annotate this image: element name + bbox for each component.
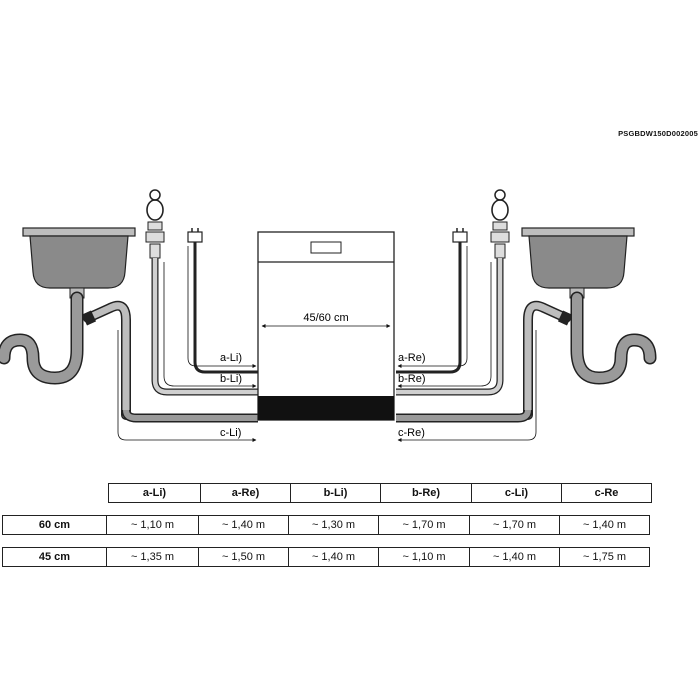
column-header: a-Re) (200, 483, 291, 503)
column-header: c-Li) (471, 483, 562, 503)
table-cell: ~ 1,35 m (106, 547, 199, 567)
table-cell: ~ 1,10 m (378, 547, 470, 567)
left-siphon (0, 291, 131, 420)
table-cell: ~ 1,75 m (559, 547, 650, 567)
dishwasher (257, 231, 395, 421)
left-hoses (117, 242, 258, 442)
right-power-socket (452, 228, 468, 243)
spec-row-45cm: 45 cm ~ 1,35 m ~ 1,50 m ~ 1,40 m ~ 1,10 … (2, 547, 650, 567)
column-header: c-Re (561, 483, 652, 503)
column-header: b-Re) (380, 483, 472, 503)
table-cell: ~ 1,70 m (469, 515, 560, 535)
right-sink (521, 227, 635, 299)
left-power-socket (187, 228, 203, 243)
label-b-re: b-Re) (398, 373, 426, 385)
label-a-li: a-Li) (220, 352, 242, 364)
label-c-li: c-Li) (220, 427, 241, 439)
left-sink (22, 227, 136, 299)
table-cell: ~ 1,40 m (288, 547, 379, 567)
right-water-tap (490, 189, 510, 259)
table-row: 60 cm ~ 1,10 m ~ 1,40 m ~ 1,30 m ~ 1,70 … (2, 515, 650, 535)
table-cell: ~ 1,50 m (198, 547, 289, 567)
label-a-re: a-Re) (398, 352, 426, 364)
installation-diagram: 45/60 cm a-Li) b-Li) c-Li) a-Re) b-Re) c… (0, 189, 657, 442)
table-cell: ~ 1,40 m (469, 547, 560, 567)
table-cell: ~ 1,30 m (288, 515, 379, 535)
row-label: 45 cm (2, 547, 107, 567)
table-cell: ~ 1,10 m (106, 515, 199, 535)
document-code: PSGBDW150D002005 (618, 129, 698, 138)
spec-row-60cm: 60 cm ~ 1,10 m ~ 1,40 m ~ 1,30 m ~ 1,70 … (2, 515, 650, 535)
table-cell: ~ 1,40 m (559, 515, 650, 535)
right-hoses (396, 242, 537, 442)
left-water-tap (145, 189, 165, 259)
row-label: 60 cm (2, 515, 107, 535)
label-c-re: c-Re) (398, 427, 425, 439)
table-cell: ~ 1,40 m (198, 515, 289, 535)
table-row: 45 cm ~ 1,35 m ~ 1,50 m ~ 1,40 m ~ 1,10 … (2, 547, 650, 567)
right-siphon (523, 291, 657, 420)
spec-table-header: a-Li) a-Re) b-Li) b-Re) c-Li) c-Re (108, 483, 652, 503)
width-label: 45/60 cm (303, 312, 348, 324)
column-header: a-Li) (108, 483, 201, 503)
column-header: b-Li) (290, 483, 381, 503)
label-b-li: b-Li) (220, 373, 242, 385)
table-cell: ~ 1,70 m (378, 515, 470, 535)
